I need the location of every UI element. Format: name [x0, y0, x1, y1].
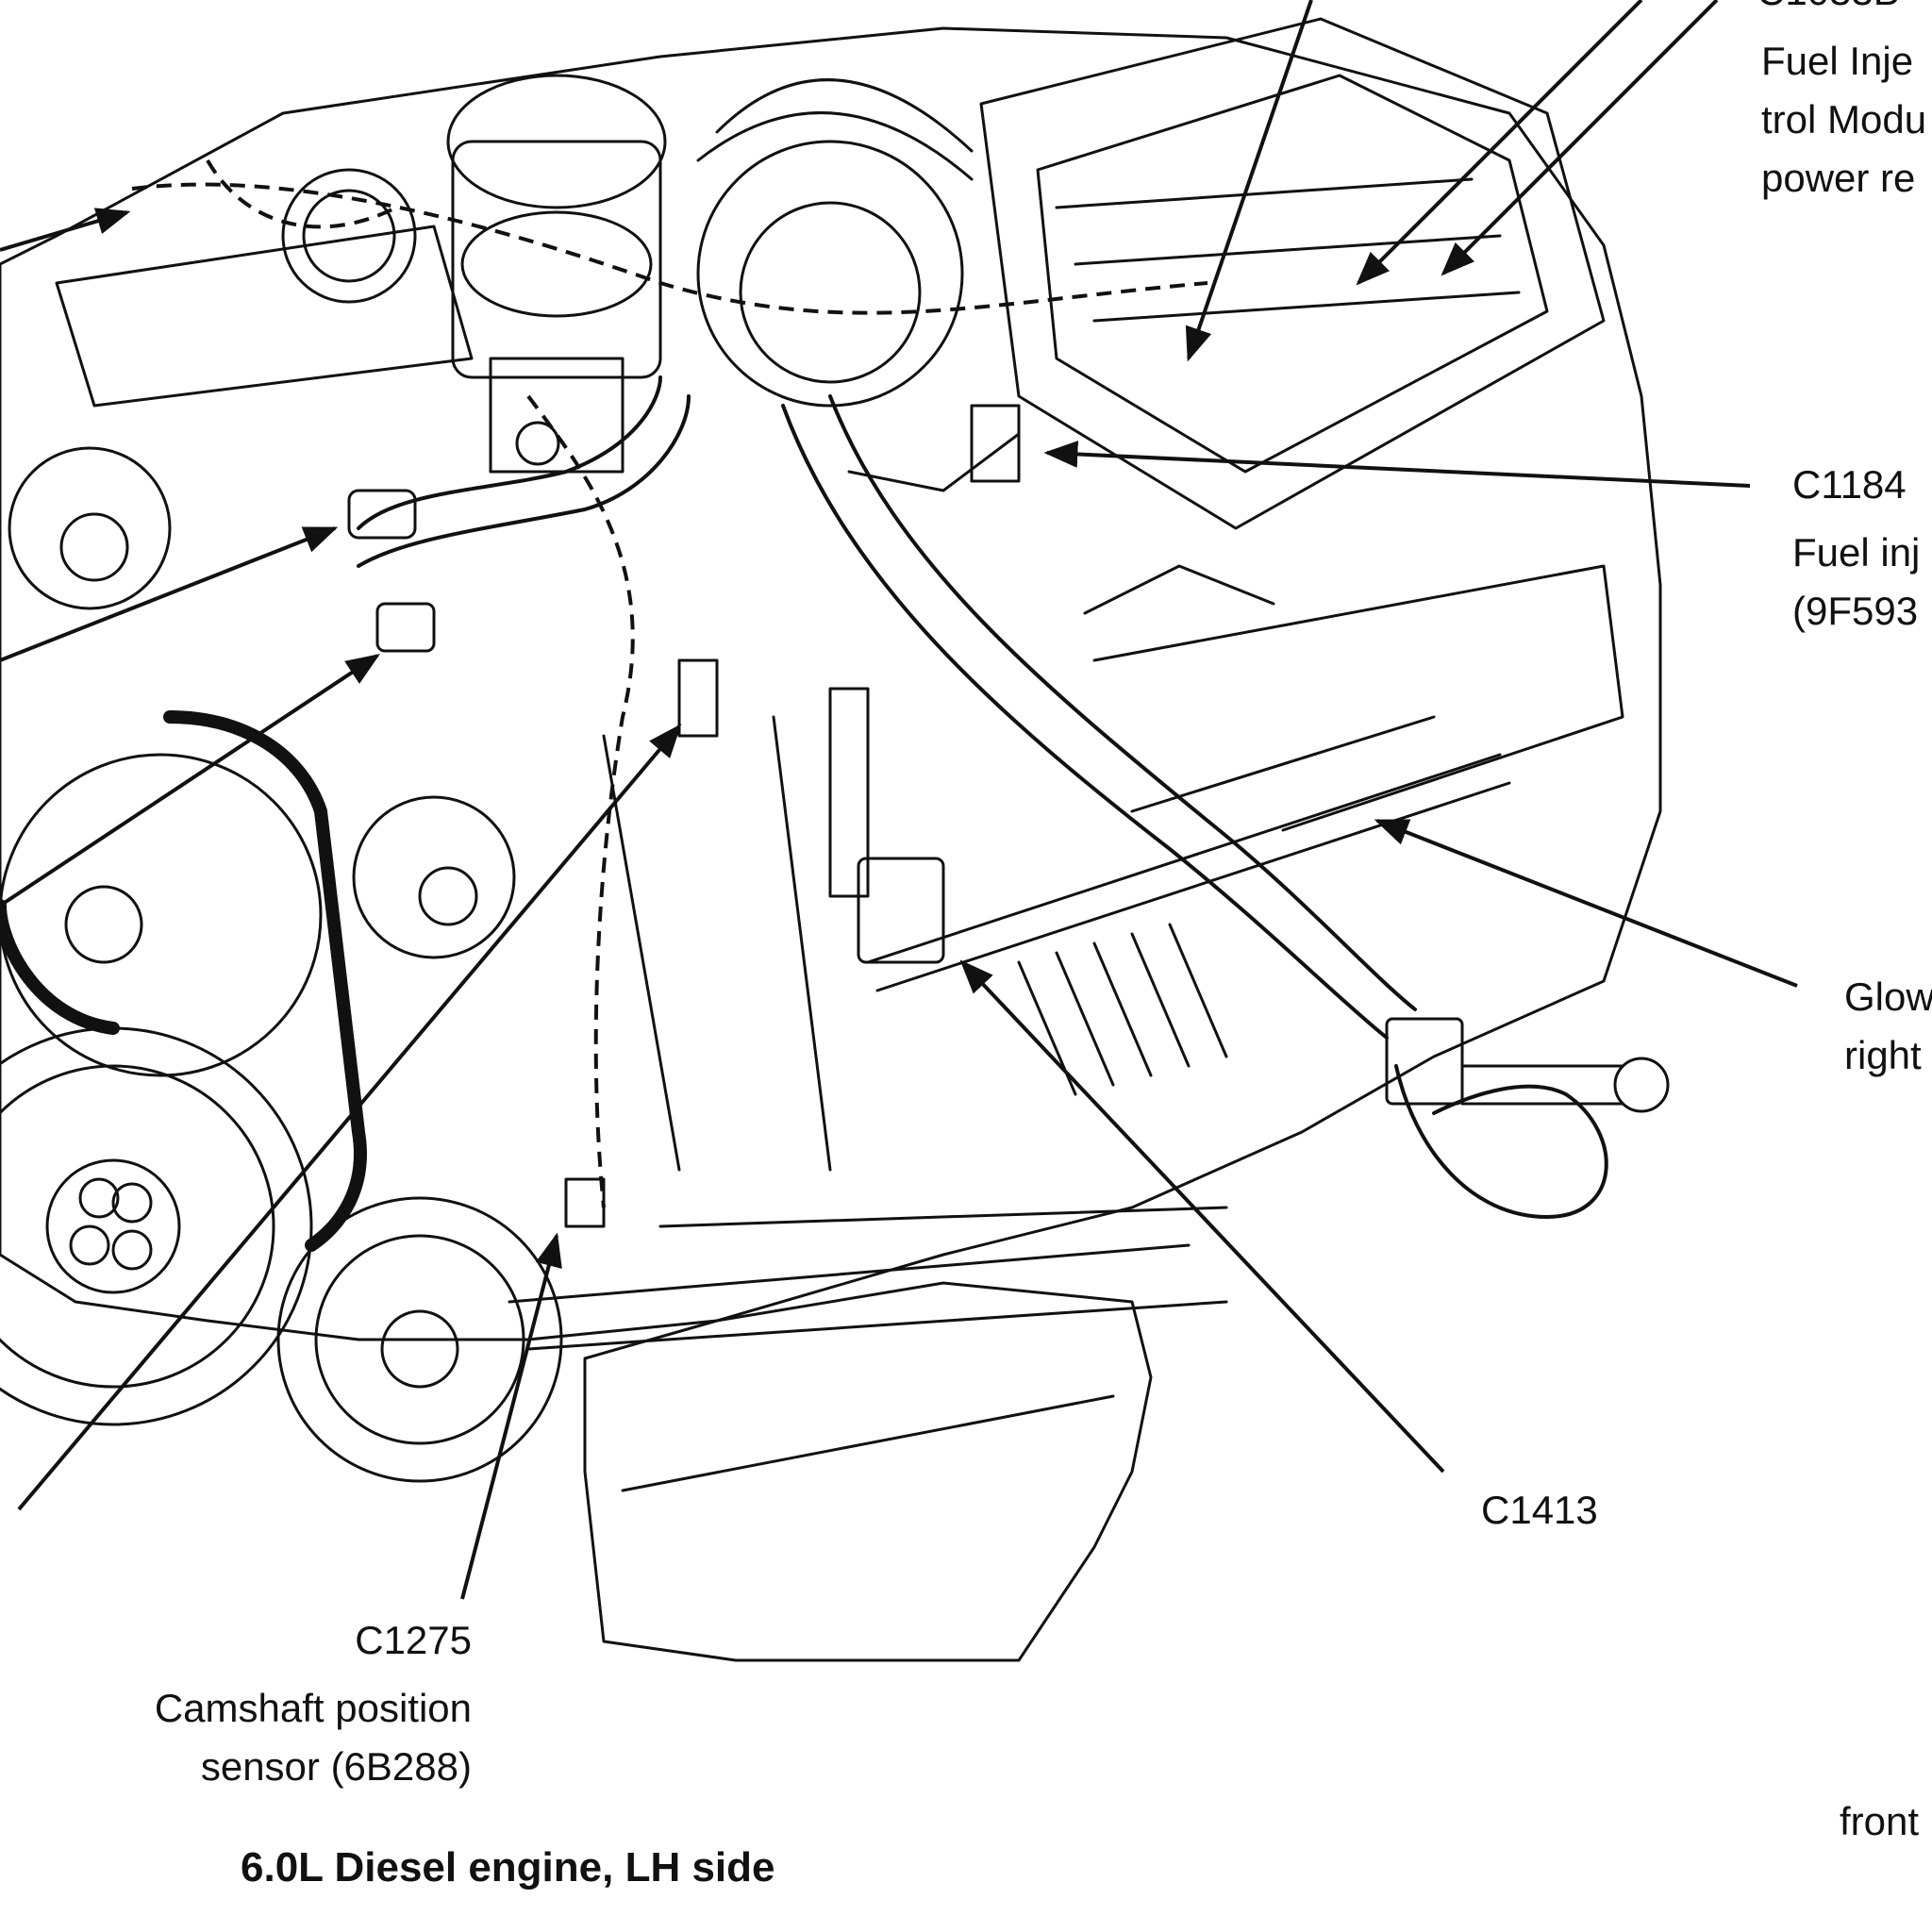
leader-c1184 — [1043, 441, 1751, 488]
idler-pulley — [352, 795, 516, 959]
turbo-housing — [696, 140, 964, 408]
leader-c1275-b — [17, 724, 682, 1511]
label-fuel-injector: Fuel inj (9F593 — [1792, 524, 1920, 641]
label-c1184-code: C1184 — [1792, 456, 1907, 514]
label-c1275-code: C1275 — [113, 1611, 472, 1670]
leader-c1033b-b — [1356, 0, 1643, 286]
label-c1413-code-text: C1413 — [1481, 1488, 1598, 1532]
serpentine-belt — [163, 710, 367, 1252]
oil-pan — [583, 1281, 1153, 1662]
figure-caption: 6.0L Diesel engine, LH side — [241, 1840, 775, 1896]
label-c1033b-code: C1033B — [1757, 0, 1900, 21]
label-glow-plug-line-1: Glow — [1844, 974, 1932, 1019]
leader-c1033b-a — [1185, 0, 1313, 362]
leader-left-2 — [0, 526, 339, 662]
leader-c1275-a — [460, 1232, 562, 1600]
connector-left-upper — [347, 489, 417, 540]
label-fuel-injection-line-2: trol Modu — [1761, 97, 1927, 142]
label-c1033b-code-text: C1033B — [1757, 0, 1900, 21]
label-c1184-code-text: C1184 — [1792, 462, 1907, 507]
label-fuel-injection-line-3: power re — [1761, 156, 1916, 200]
label-fuel-injection-line-1: Fuel Inje — [1761, 39, 1914, 83]
connector-c1413 — [857, 857, 945, 964]
figure-caption-text: 6.0L Diesel engine, LH side — [241, 1844, 775, 1890]
water-pump-pulley — [0, 753, 323, 1077]
engine-block-outline — [0, 26, 1662, 1341]
label-camshaft-line-2: sensor (6B288) — [200, 1744, 472, 1789]
wiring-harness — [131, 182, 1208, 315]
leader-glow-plug — [1374, 819, 1798, 988]
label-front-text: front — [1840, 1799, 1920, 1843]
leader-c1413 — [959, 959, 1445, 1474]
label-fuel-injector-line-2: (9F593 — [1792, 589, 1919, 633]
leader-left-3 — [0, 208, 131, 252]
label-glow-plug: Glow right — [1844, 968, 1932, 1085]
leader-c1033b-c — [1441, 0, 1719, 276]
label-c1275-code-text: C1275 — [355, 1618, 472, 1662]
leader-left-1 — [0, 654, 381, 908]
valve-cover — [979, 17, 1606, 530]
label-c1413-code: C1413 — [1481, 1481, 1598, 1540]
coolant-hose — [781, 404, 1389, 1040]
connector-glow-plug — [1385, 1017, 1464, 1106]
label-fuel-injector-line-1: Fuel inj — [1792, 530, 1921, 575]
label-camshaft-line-1: Camshaft position — [154, 1686, 472, 1730]
fuel-filter-housing — [446, 74, 667, 209]
label-glow-plug-line-2: right — [1844, 1033, 1922, 1077]
power-steering-pulley — [276, 1196, 563, 1483]
label-camshaft-sensor: Camshaft position sensor (6B288) — [57, 1679, 472, 1796]
label-fuel-injection-module: Fuel Inje trol Modu power re — [1761, 32, 1926, 208]
label-front: front — [1840, 1792, 1919, 1851]
